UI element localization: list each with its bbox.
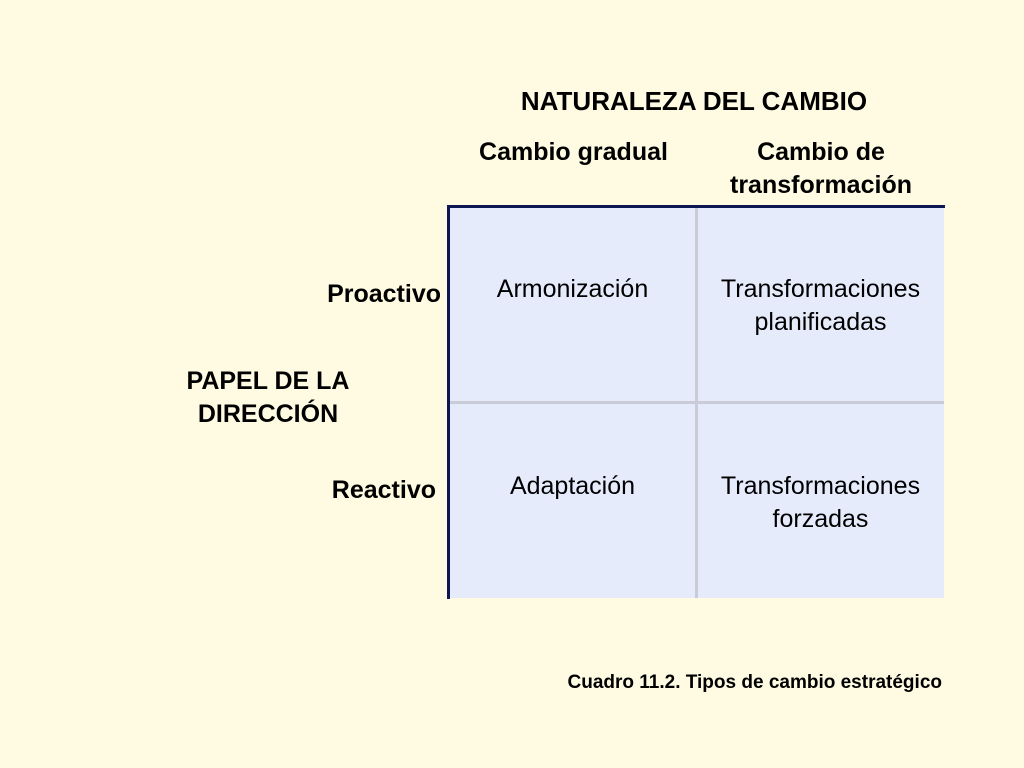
figure-caption: Cuadro 11.2. Tipos de cambio estratégico bbox=[567, 672, 943, 693]
cell-transformaciones-forzadas: Transformaciones forzadas bbox=[720, 472, 921, 533]
cell-adaptacion: Adaptación bbox=[509, 472, 636, 500]
column-header-transformacion: Cambio de transformación bbox=[730, 138, 912, 199]
matrix-left-border bbox=[447, 205, 450, 599]
column-axis-title: NATURALEZA DEL CAMBIO bbox=[520, 86, 868, 116]
cell-transformaciones-planificadas: Transformaciones planificadas bbox=[720, 275, 921, 336]
row-header-reactivo: Reactivo bbox=[331, 476, 436, 504]
matrix-row-divider bbox=[450, 401, 944, 404]
row-axis-title: PAPEL DE LA DIRECCIÓN bbox=[186, 367, 350, 428]
cell-armonizacion: Armonización bbox=[496, 275, 649, 303]
row-header-proactivo: Proactivo bbox=[327, 280, 441, 308]
matrix-top-border bbox=[449, 205, 945, 208]
column-header-gradual: Cambio gradual bbox=[479, 138, 668, 166]
